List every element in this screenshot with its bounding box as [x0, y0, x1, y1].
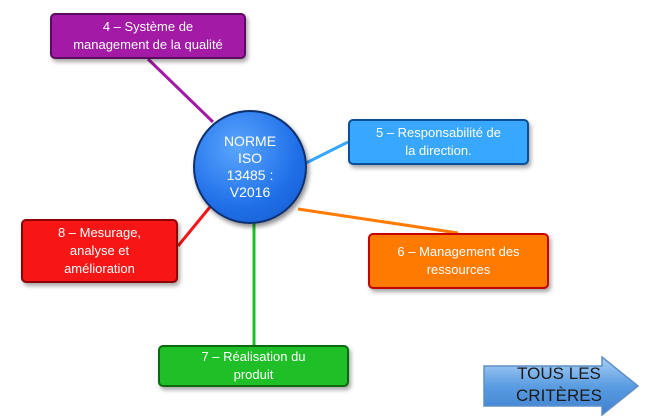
all-criteria-arrow-button[interactable]: TOUS LES CRITÈRES: [482, 356, 640, 416]
node-8-line-2: analyse et: [69, 243, 130, 258]
center-line-1: NORME: [223, 133, 277, 149]
node-4-line-2: management de la qualité: [73, 37, 223, 52]
node-8-line-1: 8 – Mesurage,: [57, 225, 142, 240]
node-6-line-2: ressources: [426, 262, 491, 277]
all-criteria-line-1: TOUS LES: [517, 364, 601, 383]
node-6-line-1: 6 – Management des: [397, 244, 520, 259]
central-node-iso-13485: NORME ISO 13485 : V2016: [193, 110, 307, 224]
node-8-line-3: amélioration: [64, 261, 135, 276]
connector-5: [301, 140, 349, 167]
node-6-resource-management[interactable]: 6 – Management des ressources: [368, 233, 549, 289]
node-7-line-1: 7 – Réalisation du: [201, 349, 306, 364]
all-criteria-line-2: CRITÈRES: [516, 386, 602, 405]
connector-8: [176, 206, 212, 247]
node-5-line-1: 5 – Responsabilité de: [375, 125, 502, 140]
arrow-right-icon: [483, 356, 640, 416]
node-5-line-2: la direction.: [405, 143, 472, 158]
node-7-line-2: produit: [233, 367, 274, 382]
connector-6: [297, 207, 459, 235]
node-8-measurement-analysis-improvement[interactable]: 8 – Mesurage, analyse et amélioration: [21, 219, 178, 283]
connector-4: [146, 57, 215, 124]
center-line-4: V2016: [229, 184, 271, 200]
node-4-quality-management-system[interactable]: 4 – Système de management de la qualité: [50, 13, 246, 59]
center-line-3: 13485 :: [226, 167, 274, 183]
center-line-2: ISO: [237, 150, 263, 166]
node-4-line-1: 4 – Système de: [102, 19, 194, 34]
node-7-product-realization[interactable]: 7 – Réalisation du produit: [158, 345, 349, 387]
node-5-management-responsibility[interactable]: 5 – Responsabilité de la direction.: [348, 119, 529, 165]
